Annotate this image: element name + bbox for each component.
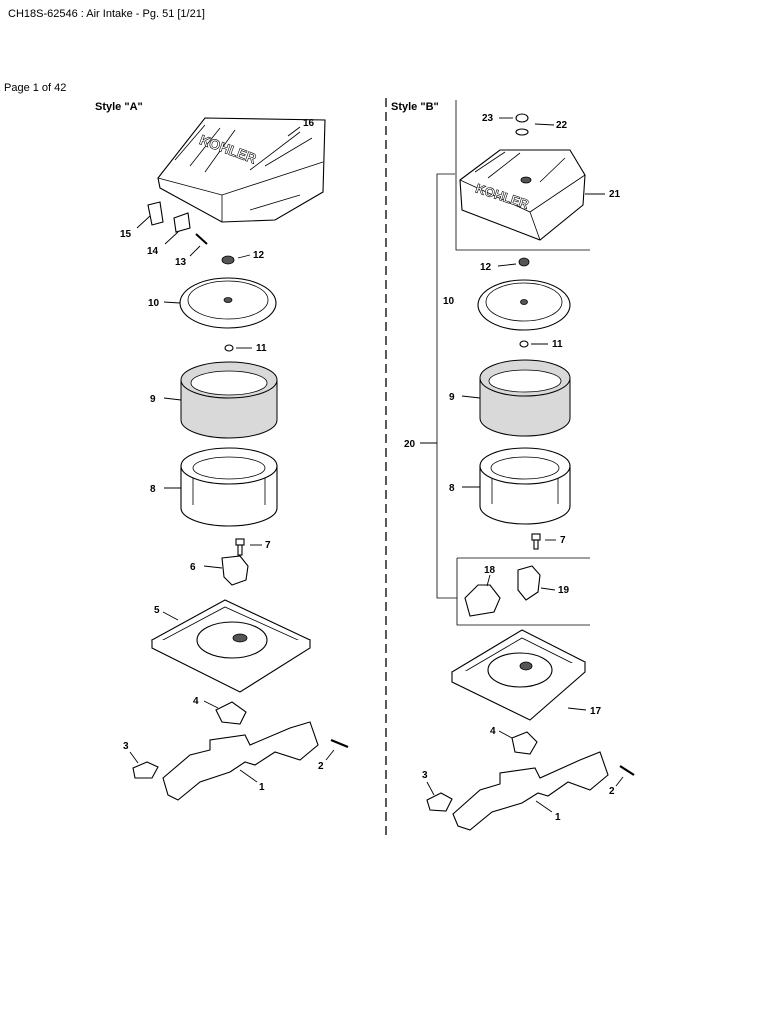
part-10-plate-a: [179, 277, 277, 329]
callout-b20: 20: [404, 439, 416, 450]
part-11-seal-b: [519, 340, 529, 348]
callout-a7: 7: [265, 540, 271, 551]
part-4-gasket-b: [511, 731, 538, 755]
callout-b12: 12: [480, 262, 492, 273]
part-10-plate-b: [477, 279, 571, 331]
part-7-screw-a: [235, 538, 245, 556]
part-22-washer-b: [515, 128, 529, 136]
callout-b4: 4: [490, 726, 496, 737]
part-9-precleaner-a: [180, 361, 278, 439]
callout-b10: 10: [443, 296, 455, 307]
part-1-elbow-b: [452, 751, 609, 831]
callout-a14: 14: [147, 246, 159, 257]
callout-b22: 22: [556, 120, 568, 131]
part-3-gasket-b: [426, 792, 453, 812]
callout-b18: 18: [484, 565, 496, 576]
part-8-element-a: [180, 447, 278, 527]
callout-b2: 2: [609, 786, 615, 797]
part-19-bracket-b: [517, 565, 541, 601]
callout-b11: 11: [552, 339, 563, 350]
part-3-gasket-a: [132, 761, 159, 779]
style-b-cover-box: [455, 100, 590, 251]
callout-a15: 15: [120, 229, 132, 240]
callout-a4: 4: [193, 696, 199, 707]
style-a-label: Style "A": [95, 101, 143, 113]
callout-b21: 21: [609, 189, 621, 200]
group-20-bracket-b: [436, 173, 457, 599]
callout-b3: 3: [422, 770, 428, 781]
part-11-seal-a: [224, 344, 234, 352]
part-2-screw-b: [619, 765, 635, 776]
page-header-title: CH18S-62546 : Air Intake - Pg. 51 [1/21]: [8, 8, 205, 20]
part-8-element-b: [479, 447, 571, 525]
callout-b8: 8: [449, 483, 455, 494]
air-cleaner-cover-a: KOHLER: [157, 117, 326, 223]
callout-a1: 1: [259, 782, 265, 793]
part-12-wing-nut-b: [518, 257, 530, 267]
callout-b17: 17: [590, 706, 602, 717]
page-indicator: Page 1 of 42: [4, 82, 67, 94]
part-17-base-b: [450, 629, 586, 721]
callout-a13: 13: [175, 257, 187, 268]
callout-b9: 9: [449, 392, 455, 403]
part-23-nut-b: [515, 113, 529, 123]
callout-b1: 1: [555, 812, 561, 823]
part-14-bracket-a: [173, 212, 191, 233]
callout-a12: 12: [253, 250, 265, 261]
part-2-screw-a: [330, 738, 349, 749]
brackets-18-19-box-b: [456, 557, 590, 626]
part-9-precleaner-b: [479, 359, 571, 437]
callout-a3: 3: [123, 741, 129, 752]
part-5-base-a: [150, 599, 312, 693]
part-15-clip-a: [147, 201, 164, 226]
callout-a9: 9: [150, 394, 156, 405]
part-1-elbow-a: [162, 721, 319, 801]
part-13-pin-a: [195, 233, 208, 245]
callout-a10: 10: [148, 298, 160, 309]
part-6-bracket-a: [221, 555, 249, 586]
callout-a6: 6: [190, 562, 196, 573]
callout-a5: 5: [154, 605, 160, 616]
part-4-gasket-a: [215, 701, 247, 725]
callout-a16: 16: [303, 118, 315, 129]
callout-b19: 19: [558, 585, 570, 596]
air-cleaner-cover-b: KOHLER: [459, 149, 586, 241]
callout-b23: 23: [482, 113, 494, 124]
callout-b7: 7: [560, 535, 566, 546]
part-18-bracket-b: [464, 584, 501, 617]
callout-a8: 8: [150, 484, 156, 495]
style-b-label: Style "B": [391, 101, 439, 113]
part-7-screw-b: [531, 533, 541, 550]
callout-a11: 11: [256, 343, 267, 354]
part-12-wing-nut-a: [221, 255, 235, 265]
callout-a2: 2: [318, 761, 324, 772]
